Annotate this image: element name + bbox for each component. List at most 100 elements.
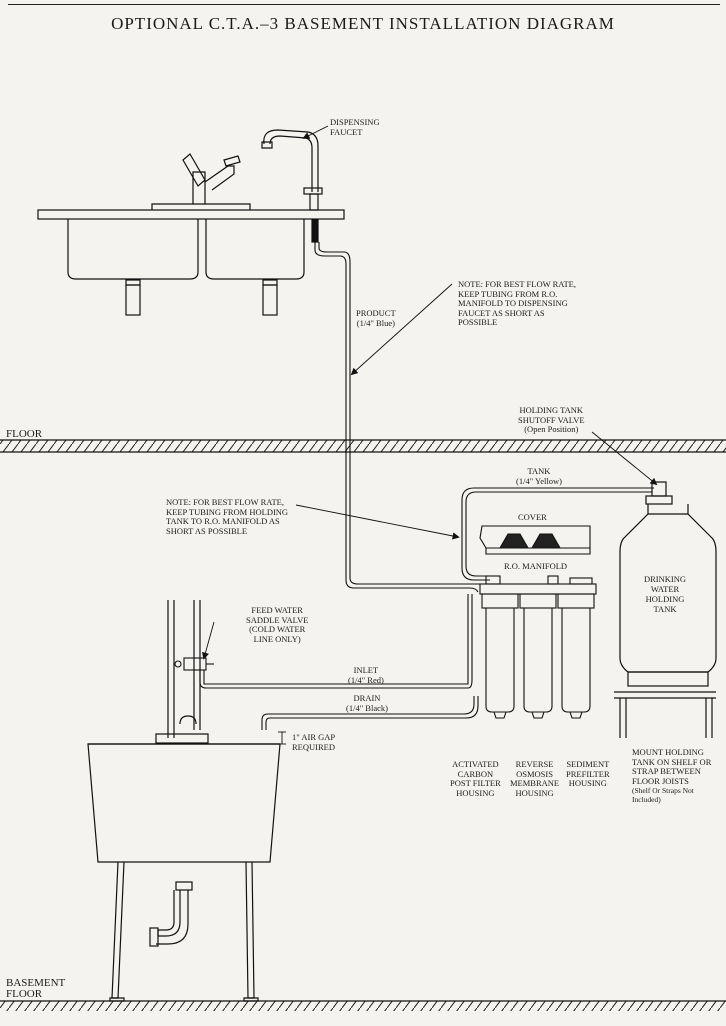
holding-tank-label-line: HOLDING [645,594,685,604]
tank-tubing [461,487,654,581]
tank-tubing-label-line: (1/4" Yellow) [516,475,562,486]
drain-label-line: (1/4" Black) [346,702,388,713]
membrane-filter-housing [519,593,557,719]
product-note-line: KEEP TUBING FROM R.O. [458,288,558,299]
carbon-filter-label-line: POST FILTER [450,778,501,788]
basement-floor-label-line: BASEMENT [6,977,66,989]
shutoff-valve-label-line: HOLDING TANK [519,405,584,415]
laundry-tub [87,733,281,1002]
dispensing-faucet-label-line: FAUCET [330,126,363,137]
saddle-valve [174,621,215,671]
mount-note-line: FLOOR JOISTS [632,775,689,786]
inlet-label-line: INLET [353,665,379,675]
membrane-filter-label-line: MEMBRANE [510,778,560,788]
basement-floor [0,1000,726,1011]
holding-tank-label-line: WATER [650,584,680,594]
product-note-line: FAUCET AS SHORT AS [458,307,545,318]
saddle-valve-label: FEED WATER SADDLE VALVE (COLD WATER LINE… [246,605,309,644]
kitchen-faucet [151,153,251,210]
mount-note-line: MOUNT HOLDING [632,747,704,757]
carbon-filter-housing [481,593,519,719]
membrane-filter-label: REVERSE OSMOSIS MEMBRANE HOUSING [510,759,560,798]
saddle-valve-label-line: (COLD WATER [249,624,306,634]
mount-note-subline: (Shelf Or Straps Not [632,786,694,795]
inlet-label-line: (1/4" Red) [348,674,384,685]
membrane-filter-label-line: OSMOSIS [516,768,553,779]
holding-tank-label: DRINKING WATER HOLDING TANK [644,574,686,614]
product-note-line: MANIFOLD TO DISPENSING [458,298,568,308]
dispensing-faucet-label-line: DISPENSING [330,117,380,127]
inlet-tubing [199,594,473,689]
faucet-label-arrow [302,125,329,139]
basement-floor-label: BASEMENT FLOOR [6,978,65,1000]
floor-label: FLOOR [6,428,43,440]
membrane-filter-label-line: HOUSING [515,787,554,798]
tank-note-arrow [295,504,460,540]
air-gap-label-line: 1" AIR GAP [292,732,336,742]
diagram-title: OPTIONAL C.T.A.–3 BASEMENT INSTALLATION … [111,14,615,33]
mount-note-line: TANK ON SHELF OR [632,756,712,767]
cover-label: COVER [518,512,547,522]
saddle-valve-label-line: LINE ONLY) [253,633,301,644]
drain-tubing-inner [265,696,479,730]
carbon-filter-label-line: CARBON [457,768,494,779]
mount-note-subline: Included) [632,795,661,804]
tank-note: NOTE: FOR BEST FLOW RATE, KEEP TUBING FR… [166,497,289,536]
dispensing-faucet-label: DISPENSING FAUCET [330,117,380,137]
sediment-filter-label: SEDIMENT PREFILTER HOUSING [566,759,610,789]
product-tubing-inner [318,242,480,585]
air-gap-label: 1" AIR GAP REQUIRED [292,732,336,752]
sediment-filter-label-line: SEDIMENT [566,759,610,769]
product-note-arrow [350,283,453,376]
upper-floor [0,439,726,453]
product-note-line: POSSIBLE [458,317,498,327]
carbon-filter-label: ACTIVATED CARBON POST FILTER HOUSING [450,759,501,798]
saddle-valve-label-line: SADDLE VALVE [246,614,309,625]
cover [479,525,591,555]
tank-note-line: TANK TO R.O. MANIFOLD AS [166,516,280,526]
drain-tubing-label: DRAIN (1/4" Black) [346,693,388,713]
holding-tank [614,481,717,738]
shutoff-valve-arrow [591,431,658,486]
shutoff-valve-label-line: SHUTOFF VALVE [518,414,585,425]
product-tubing-label: PRODUCT (1/4" Blue) [356,308,396,328]
tank-note-line: KEEP TUBING FROM HOLDING [166,506,289,517]
basement-floor-label-line: FLOOR [6,988,43,1000]
tank-tubing-inner [465,491,652,577]
mount-note-line: STRAP BETWEEN [632,766,701,776]
product-label-line: (1/4" Blue) [356,317,395,328]
sediment-filter-housing [557,593,595,719]
air-gap-marker [278,731,286,745]
air-gap-label-line: REQUIRED [292,741,335,752]
carbon-filter-label-line: HOUSING [456,787,495,798]
saddle-valve-label-line: FEED WATER [251,605,303,615]
membrane-filter-label-line: REVERSE [515,759,554,769]
sediment-filter-label-line: HOUSING [568,778,607,788]
inlet-tubing-label: INLET (1/4" Red) [348,665,384,685]
ro-manifold-label: R.O. MANIFOLD [504,561,568,571]
product-tubing [314,242,479,593]
sediment-filter-label-line: PREFILTER [566,768,610,779]
tank-note-line: NOTE: FOR BEST FLOW RATE, [166,497,284,507]
product-note: NOTE: FOR BEST FLOW RATE, KEEP TUBING FR… [458,279,576,328]
carbon-filter-label-line: ACTIVATED [452,759,499,769]
top-border [8,4,720,5]
tank-note-line: SHORT AS POSSIBLE [166,525,248,536]
shutoff-valve-label-line: (Open Position) [524,424,579,434]
product-note-line: NOTE: FOR BEST FLOW RATE, [458,279,576,289]
kitchen-sink [37,209,345,316]
drain-label-line: DRAIN [353,693,381,703]
holding-tank-label-line: DRINKING [644,574,687,584]
ro-manifold [479,575,597,595]
product-label-line: PRODUCT [356,308,396,318]
dispensing-faucet [261,129,323,243]
drain-tubing [261,696,475,730]
cold-water-pipes [167,600,201,738]
mount-note: MOUNT HOLDING TANK ON SHELF OR STRAP BET… [632,747,712,804]
tank-tubing-label-line: TANK [527,466,551,476]
inlet-tubing-inner [203,594,469,685]
shutoff-valve-label: HOLDING TANK SHUTOFF VALVE (Open Positio… [518,405,585,435]
holding-tank-label-line: TANK [653,604,677,614]
tank-tubing-label: TANK (1/4" Yellow) [516,466,562,486]
